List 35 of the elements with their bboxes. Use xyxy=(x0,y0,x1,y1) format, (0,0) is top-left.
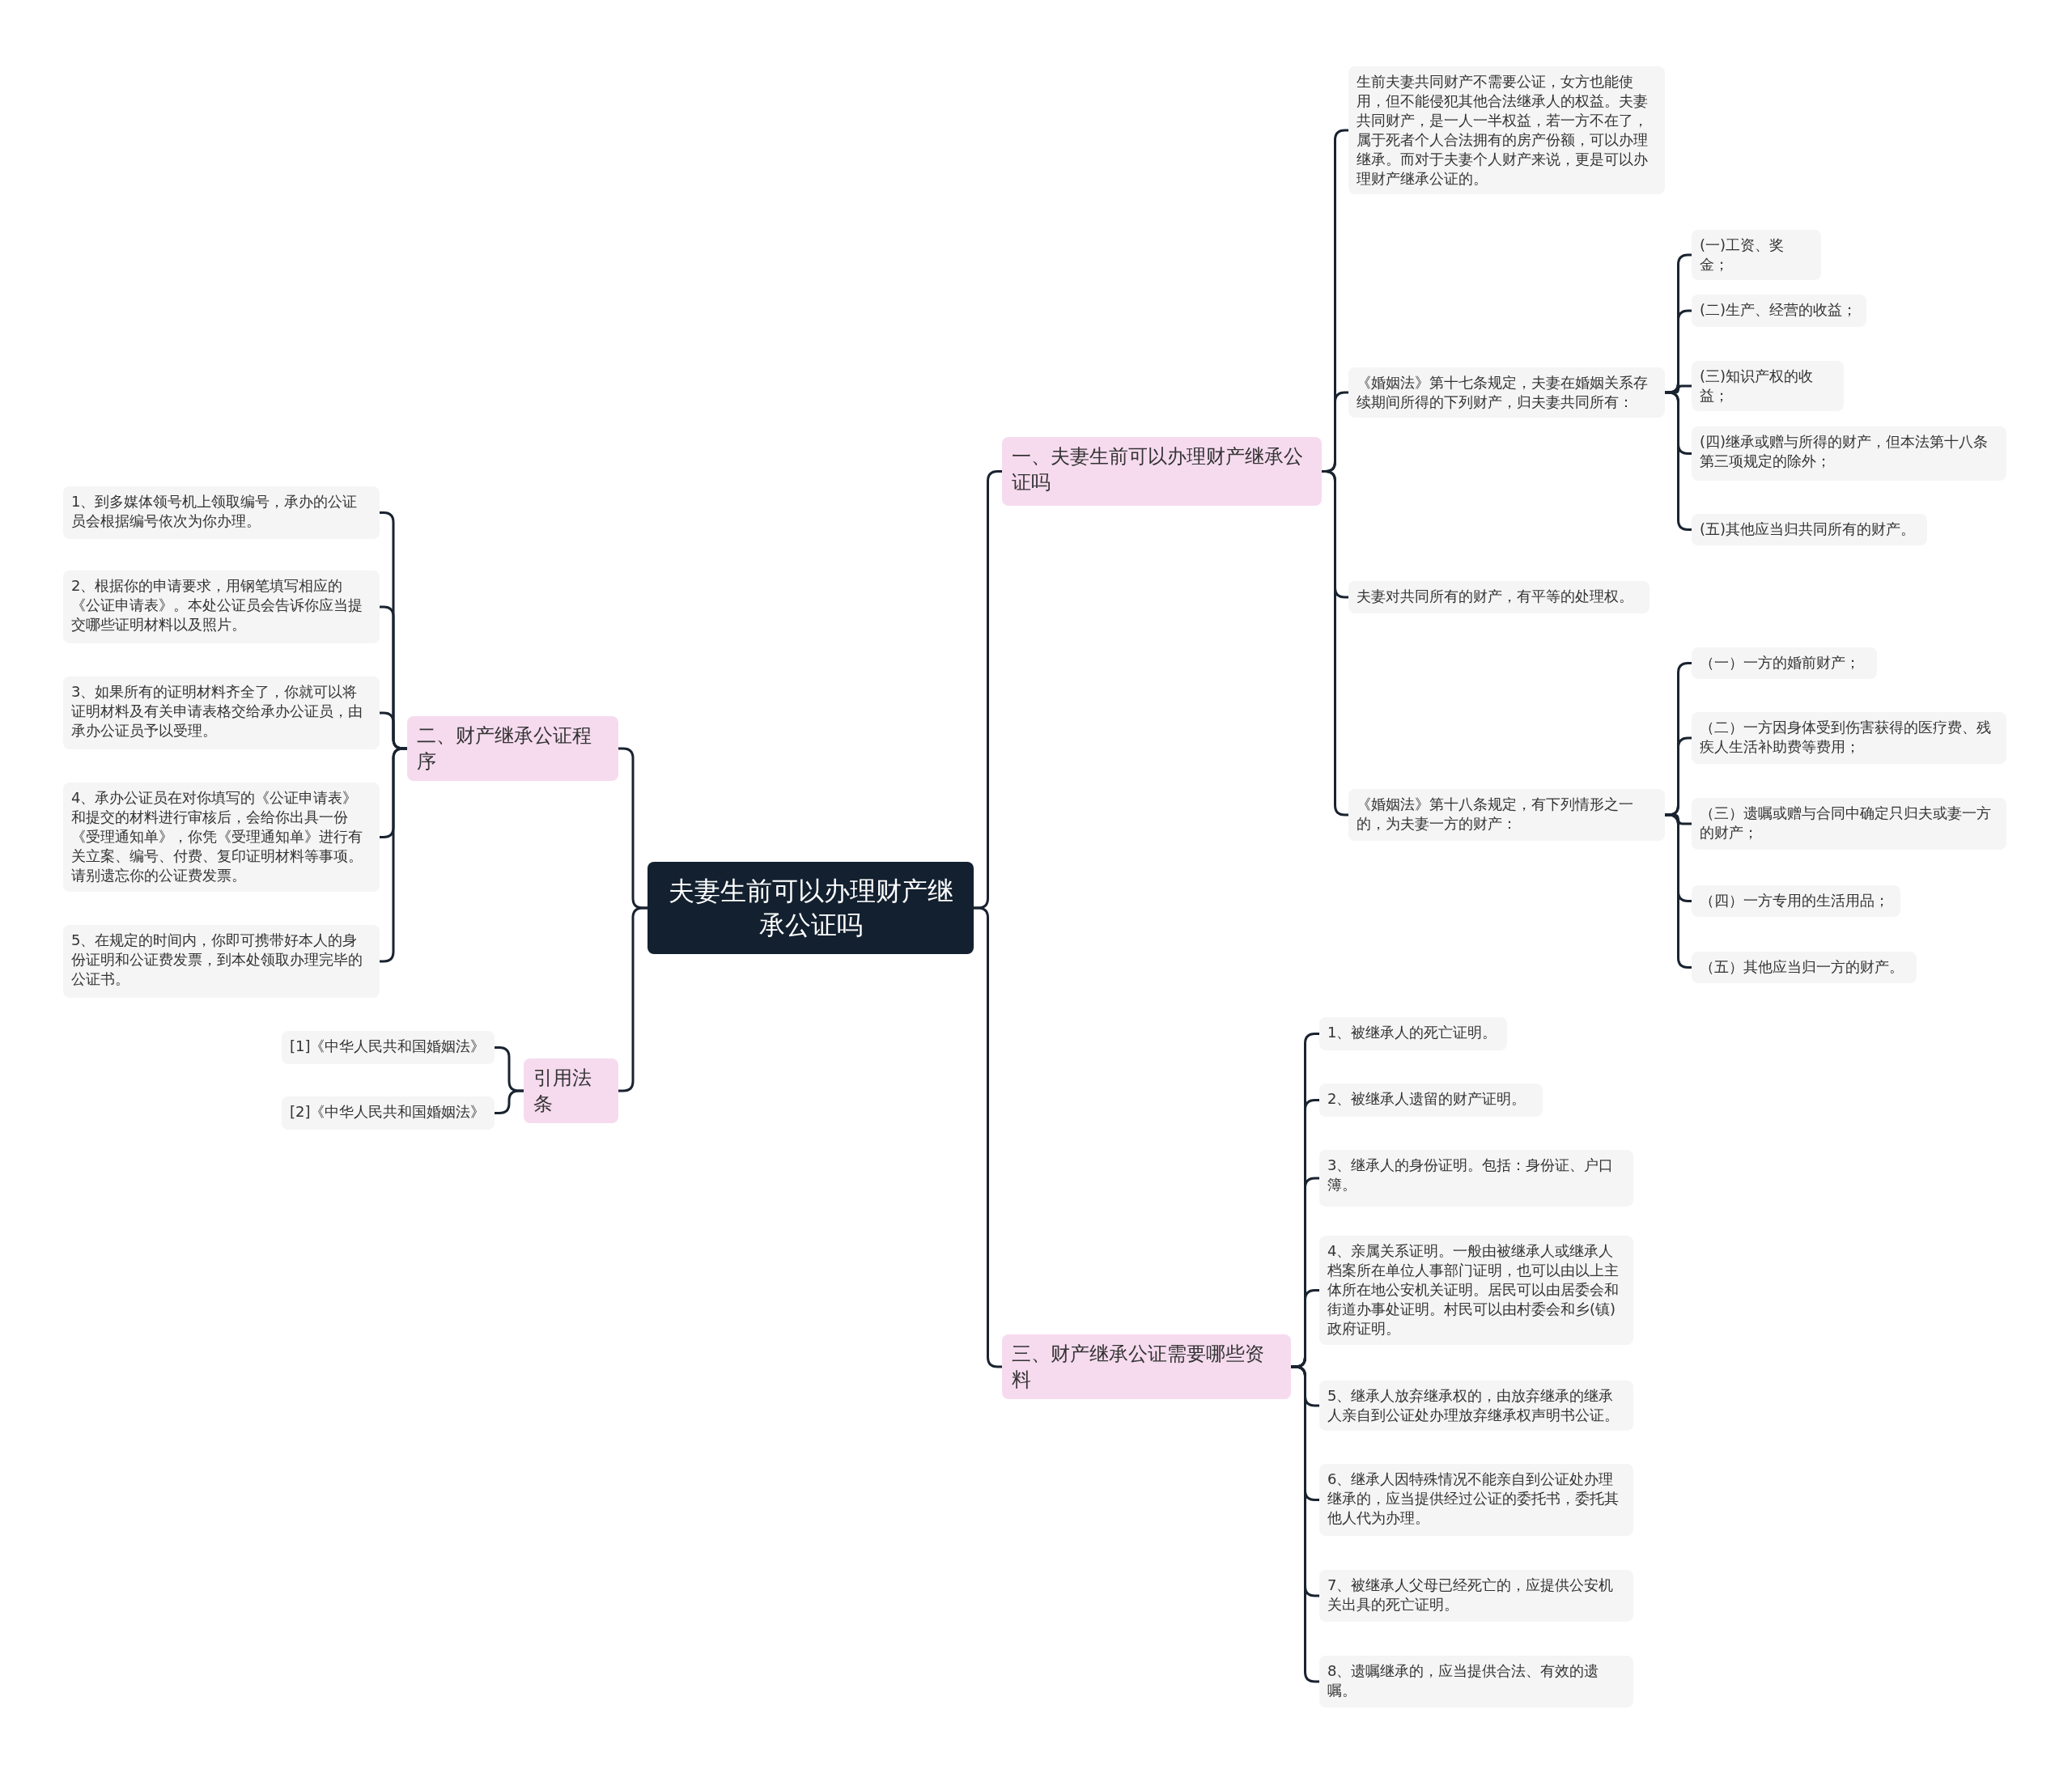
topic-box: 二、财产继承公证程序 xyxy=(407,716,618,781)
subtopic-box: 5、继承人放弃继承权的，由放弃继承的继承人亲自到公证处办理放弃继承权声明书公证。 xyxy=(1319,1381,1633,1431)
subtopic-box: 5、在规定的时间内，你即可携带好本人的身份证明和公证费发票，到本处领取办理完毕的公证书。 xyxy=(63,925,380,998)
subtopic-box: 1、到多媒体领号机上领取编号，承办的公证员会根据编号依次为你办理。 xyxy=(63,486,380,539)
subtopic-box: (二)生产、经营的收益； xyxy=(1692,295,1866,327)
subtopic-box: 《婚姻法》第十七条规定，夫妻在婚姻关系存续期间所得的下列财产，归夫妻共同所有： xyxy=(1348,367,1665,418)
subtopic-box: 3、如果所有的证明材料齐全了，你就可以将证明材料及有关申请表格交给承办公证员，由承办公证员予以受理。 xyxy=(63,677,380,749)
subtopic-box: 1、被继承人的死亡证明。 xyxy=(1319,1017,1507,1050)
subtopic-box: 2、根据你的申请要求，用钢笔填写相应的《公证申请表》。本处公证员会告诉你应当提交哪些证明材料以及照片。 xyxy=(63,570,380,643)
subtopic-box: 7、被继承人父母已经死亡的，应提供公安机关出具的死亡证明。 xyxy=(1319,1570,1633,1622)
subtopic-box: 8、遗嘱继承的，应当提供合法、有效的遗嘱。 xyxy=(1319,1656,1633,1707)
subtopic-box: 4、亲属关系证明。一般由被继承人或继承人档案所在单位人事部门证明，也可以由以上主体所在地公安机关证明。居民可以由居委会和街道办事处证明。村民可以由村委会和乡(镇)政府证明。 xyxy=(1319,1236,1633,1345)
subtopic-box: 3、继承人的身份证明。包括：身份证、户口簿。 xyxy=(1319,1150,1633,1207)
subtopic-box: 生前夫妻共同财产不需要公证，女方也能使用，但不能侵犯其他合法继承人的权益。夫妻共同财产，是一人一半权益，若一方不在了，属于死者个人合法拥有的房产份额，可以办理继承。而对于夫妻个人财产来说，更是可以办理财产继承公证的。 xyxy=(1348,66,1665,194)
topic-box: 三、财产继承公证需要哪些资料 xyxy=(1002,1334,1291,1399)
subtopic-box: [1]《中华人民共和国婚姻法》 xyxy=(282,1031,495,1064)
subtopic-box: 《婚姻法》第十八条规定，有下列情形之一的，为夫妻一方的财产： xyxy=(1348,789,1665,841)
subtopic-box: （二）一方因身体受到伤害获得的医疗费、残疾人生活补助费等费用； xyxy=(1692,712,2006,764)
subtopic-box: (五)其他应当归共同所有的财产。 xyxy=(1692,514,1927,545)
topic-box: 引用法条 xyxy=(524,1058,618,1123)
subtopic-box: （一）一方的婚前财产； xyxy=(1692,647,1877,679)
subtopic-box: （五）其他应当归一方的财产。 xyxy=(1692,952,1917,983)
subtopic-box: 6、继承人因特殊情况不能亲自到公证处办理继承的，应当提供经过公证的委托书，委托其他人代为办理。 xyxy=(1319,1464,1633,1536)
subtopic-box: [2]《中华人民共和国婚姻法》 xyxy=(282,1096,495,1130)
central-topic-box: 夫妻生前可以办理财产继承公证吗 xyxy=(648,862,974,954)
subtopic-box: 夫妻对共同所有的财产，有平等的处理权。 xyxy=(1348,581,1650,613)
topic-box: 一、夫妻生前可以办理财产继承公证吗 xyxy=(1002,437,1322,506)
subtopic-box: (一)工资、奖金； xyxy=(1692,230,1821,280)
subtopic-box: (三)知识产权的收益； xyxy=(1692,361,1844,411)
subtopic-box: (四)继承或赠与所得的财产，但本法第十八条第三项规定的除外； xyxy=(1692,426,2006,481)
subtopic-box: 2、被继承人遗留的财产证明。 xyxy=(1319,1084,1543,1117)
subtopic-box: （三）遗嘱或赠与合同中确定只归夫或妻一方的财产； xyxy=(1692,798,2006,850)
connector-line xyxy=(495,1089,524,1114)
subtopic-box: 4、承办公证员在对你填写的《公证申请表》和提交的材料进行审核后，会给你出具一份《受理通知单》，你凭《受理通知单》进行有关立案、编号、付费、复印证明材料等事项。请别遗忘你的公证费发票。 xyxy=(63,783,380,892)
subtopic-box: （四）一方专用的生活用品； xyxy=(1692,885,1900,917)
